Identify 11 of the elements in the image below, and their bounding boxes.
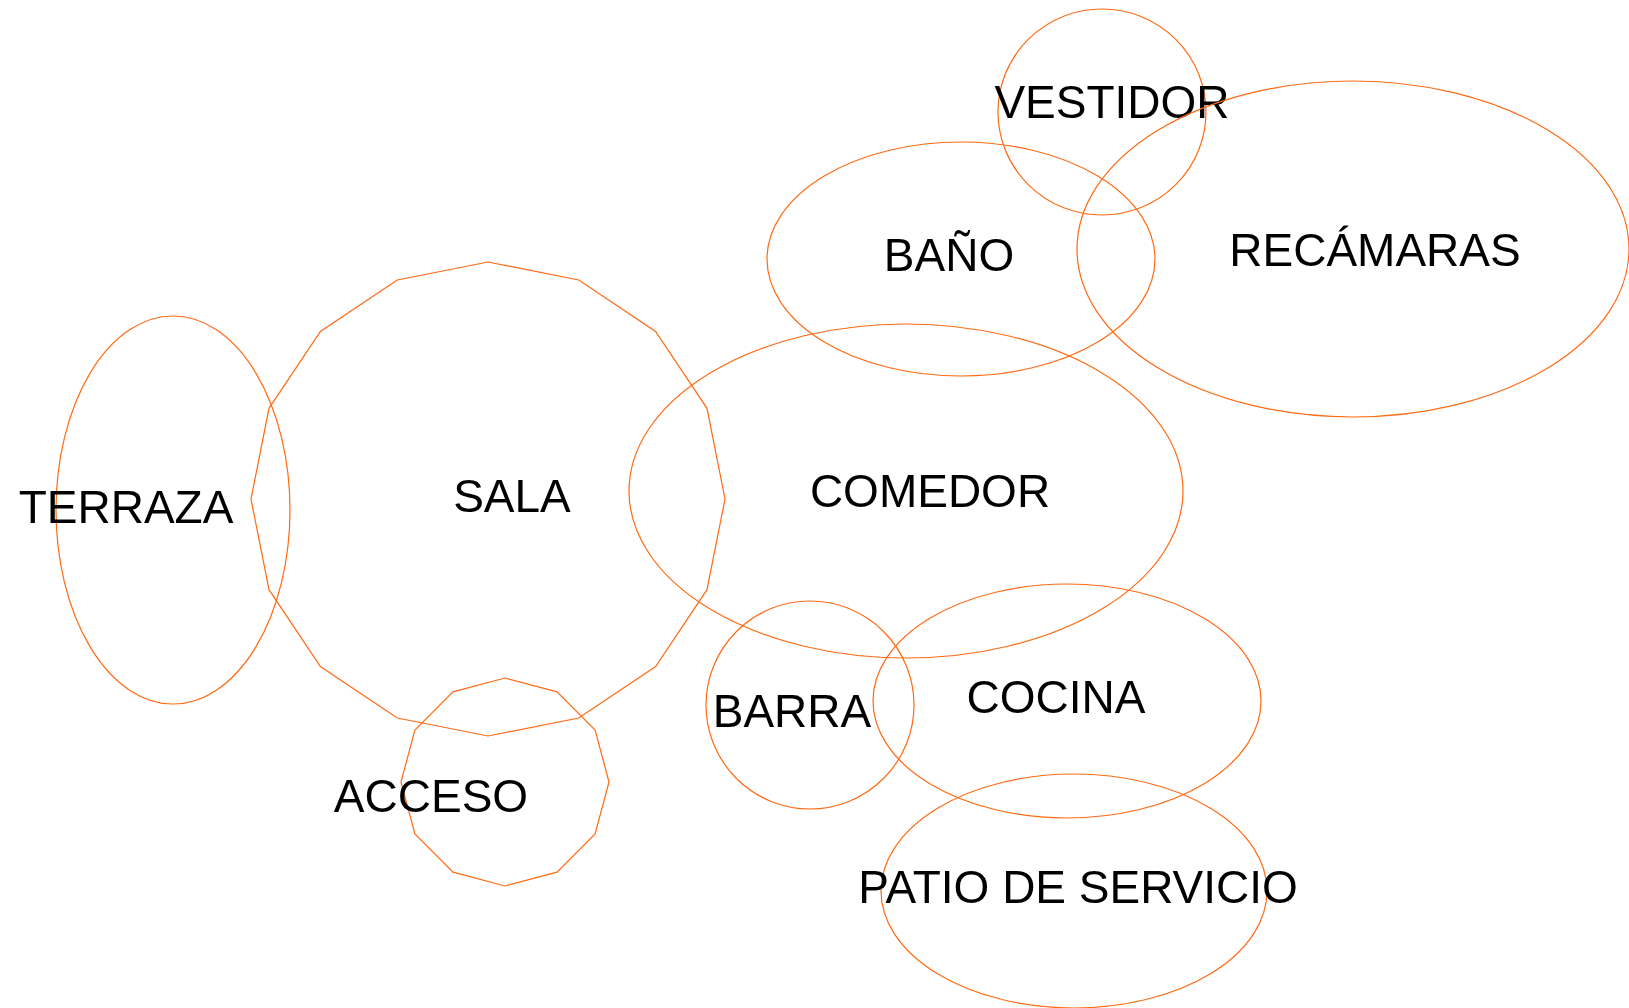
room-label: BAÑO [883,232,1015,278]
room-label: COMEDOR [809,468,1051,514]
room-label: RECÁMARAS [1229,227,1521,273]
space-bubble [18,316,290,704]
room-label: COCINA [966,674,1146,720]
space-bubble [767,142,1155,376]
room-label: SALA [453,473,571,519]
room-label: BARRA [712,688,872,734]
space-bubble [706,601,914,809]
space-bubble [629,324,1183,658]
space-bubble [873,584,1261,818]
